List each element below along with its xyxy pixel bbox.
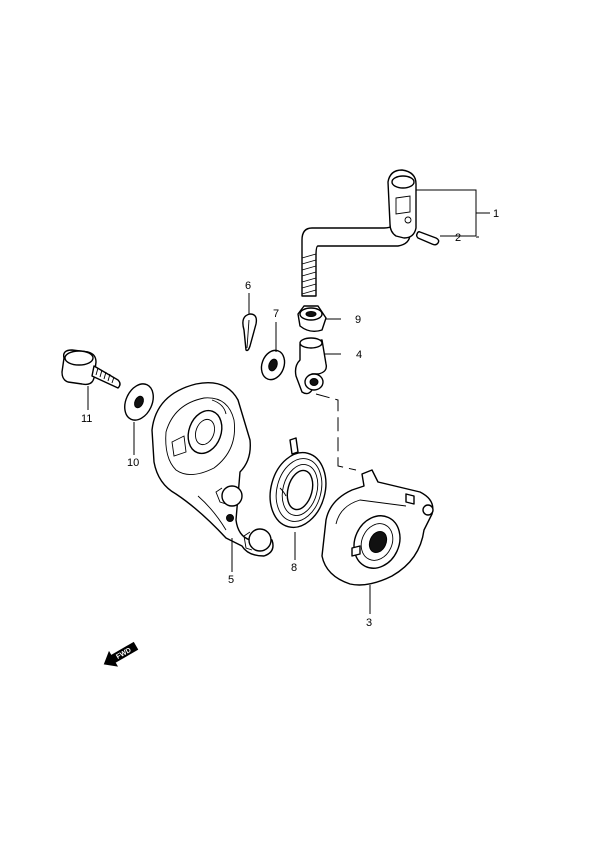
callout-3: 3 xyxy=(366,617,372,629)
rod-end-part-4 xyxy=(294,337,328,395)
leader-lines xyxy=(87,189,490,614)
cotter-pin-part-6 xyxy=(242,313,258,352)
pin-part-2 xyxy=(415,231,440,246)
callout-8: 8 xyxy=(291,562,297,574)
bolt-part-11 xyxy=(61,349,121,389)
fwd-arrow-icon: FWD xyxy=(103,641,139,667)
callout-11: 11 xyxy=(81,413,92,425)
linkage-rod-part-1 xyxy=(301,169,417,297)
fwd-label: FWD xyxy=(115,647,132,661)
callout-7: 7 xyxy=(273,308,279,320)
callout-1: 1 xyxy=(493,208,499,220)
washer-part-7 xyxy=(260,349,286,381)
washer-part-10 xyxy=(124,383,154,421)
callout-9: 9 xyxy=(355,314,361,326)
spring-part-8 xyxy=(269,437,327,529)
callout-2: 2 xyxy=(455,232,461,244)
callout-6: 6 xyxy=(245,280,251,292)
callout-4: 4 xyxy=(356,349,362,361)
callout-10: 10 xyxy=(127,457,139,469)
cam-plate-part-5 xyxy=(151,382,274,557)
callout-5: 5 xyxy=(228,574,234,586)
callout-labels: 1 2 3 4 5 6 7 8 9 10 11 xyxy=(81,208,499,629)
housing-part-3 xyxy=(321,469,434,586)
nut-part-9 xyxy=(297,305,327,333)
